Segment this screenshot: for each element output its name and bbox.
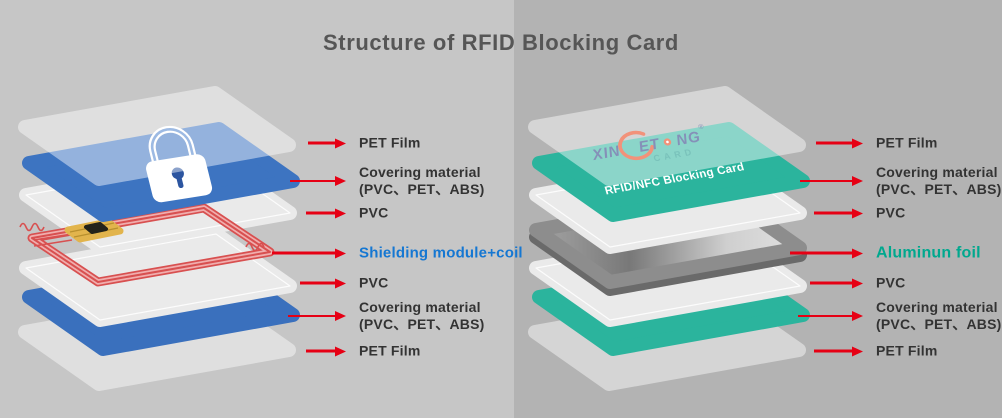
arrow-icon bbox=[790, 248, 863, 258]
layer-label: PET Film bbox=[359, 342, 421, 359]
label-row-pet-film-bottom-right: PET Film bbox=[814, 343, 938, 360]
label-row-pet-film-bottom-left: PET Film bbox=[306, 343, 421, 360]
layer-label-highlight: Aluminun foil bbox=[876, 244, 981, 262]
layer-label: PET Film bbox=[876, 134, 938, 151]
layer-label: PVC bbox=[876, 274, 906, 291]
arrow-icon bbox=[300, 278, 346, 288]
layer-label-line2: (PVC、PET、ABS) bbox=[876, 316, 1002, 332]
layer-label-line2: (PVC、PET、ABS) bbox=[359, 181, 485, 197]
arrow-icon bbox=[288, 311, 346, 321]
label-row-pet-film-top-right: PET Film bbox=[816, 135, 938, 152]
layer-label-line2: (PVC、PET、ABS) bbox=[876, 181, 1002, 197]
label-row-covering-bottom-right: Covering material (PVC、PET、ABS) bbox=[798, 299, 1002, 333]
arrow-icon bbox=[798, 311, 863, 321]
arrow-icon bbox=[306, 208, 346, 218]
label-row-pvc-top-right: PVC bbox=[814, 205, 905, 222]
label-row-covering-top-right: Covering material (PVC、PET、ABS) bbox=[800, 164, 1002, 198]
layer-label-highlight: Shielding module+coil bbox=[359, 244, 523, 262]
arrow-icon bbox=[814, 208, 863, 218]
label-row-covering-top-left: Covering material (PVC、PET、ABS) bbox=[290, 164, 485, 198]
arrow-icon bbox=[290, 176, 346, 186]
layer-label: Covering material bbox=[359, 164, 481, 180]
coil-spring-right-icon bbox=[245, 242, 265, 252]
left-card-stack bbox=[2, 80, 342, 418]
arrow-icon bbox=[306, 346, 346, 356]
layer-label: Covering material bbox=[876, 299, 998, 315]
coil-spring-left-icon bbox=[19, 222, 45, 232]
arrow-icon bbox=[814, 346, 863, 356]
layer-label: PET Film bbox=[876, 342, 938, 359]
layer-label: Covering material bbox=[876, 164, 998, 180]
layer-label: PVC bbox=[876, 204, 906, 221]
label-row-pvc-bottom-right: PVC bbox=[810, 275, 905, 292]
layer-label-line2: (PVC、PET、ABS) bbox=[359, 316, 485, 332]
layer-label: Covering material bbox=[359, 299, 481, 315]
layer-label: PVC bbox=[359, 204, 389, 221]
label-row-pet-film-top-left: PET Film bbox=[308, 135, 421, 152]
label-row-shielding-module: Shielding module+coil bbox=[272, 245, 523, 262]
arrow-icon bbox=[800, 176, 863, 186]
arrow-icon bbox=[308, 138, 346, 148]
right-card-stack: XIN ET NG ® CARD RFID/NFC Blocking Card bbox=[512, 80, 852, 418]
layer-label: PVC bbox=[359, 274, 389, 291]
label-row-pvc-bottom-left: PVC bbox=[300, 275, 388, 292]
shielding-coil-icon bbox=[19, 203, 275, 287]
page-title: Structure of RFID Blocking Card bbox=[323, 30, 679, 55]
label-row-aluminum-foil: Aluminun foil bbox=[790, 245, 981, 262]
arrow-icon bbox=[816, 138, 863, 148]
arrow-icon bbox=[272, 248, 346, 258]
chip-module-icon bbox=[64, 218, 124, 243]
layer-label: PET Film bbox=[359, 134, 421, 151]
label-row-pvc-top-left: PVC bbox=[306, 205, 388, 222]
label-row-covering-bottom-left: Covering material (PVC、PET、ABS) bbox=[288, 299, 485, 333]
arrow-icon bbox=[810, 278, 863, 288]
